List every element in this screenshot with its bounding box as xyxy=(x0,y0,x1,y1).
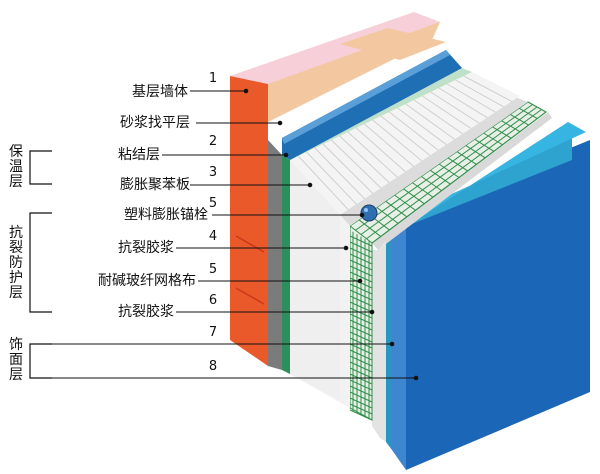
finish-layer-8-edge xyxy=(392,215,406,470)
layer-number-1: 1 xyxy=(208,71,218,86)
layer-label-mesh: 耐碱玻纤网格布 xyxy=(98,273,196,289)
layer-number-3: 3 xyxy=(208,165,218,180)
mortar-top-strip xyxy=(268,40,446,138)
finish-layer-7-face xyxy=(386,122,586,240)
finish-layer-7-side xyxy=(386,232,392,450)
layer-label-crack-mortar-4: 抗裂胶浆 xyxy=(118,240,174,256)
group-brackets xyxy=(29,150,52,379)
layer-number-2: 2 xyxy=(208,134,218,149)
layer-number-8: 8 xyxy=(208,359,218,374)
layer-label-leveling-mortar: 砂浆找平层 xyxy=(120,115,190,131)
layer-number-6: 6 xyxy=(208,293,218,308)
leveling-mortar xyxy=(268,140,282,370)
layer-label-anchor-bolt: 塑料膨胀锚栓 xyxy=(124,207,208,223)
wall-top-mortar xyxy=(268,22,440,122)
layer-number-5b: 5 xyxy=(208,262,218,277)
mesh-layer-5 xyxy=(349,101,547,421)
layer-label-base-wall: 基层墙体 xyxy=(132,84,188,100)
crack-mortar-6 xyxy=(372,112,552,250)
mortar-top-strip-blue xyxy=(282,50,462,160)
crack-mortar-4 xyxy=(340,95,528,226)
layer-number-5a: 5 xyxy=(208,196,218,211)
layer-label-crack-mortar-6: 抗裂胶浆 xyxy=(118,304,174,320)
group-label-crack-protection: 抗裂防护层 xyxy=(9,225,23,301)
layer-label-adhesive: 粘结层 xyxy=(118,147,160,163)
eps-board-top xyxy=(290,72,520,215)
anchor-bolt xyxy=(360,204,378,222)
layer-number-4: 4 xyxy=(208,229,218,244)
base-wall-1 xyxy=(230,76,268,366)
layer-label-eps-board: 膨胀聚苯板 xyxy=(120,177,190,193)
group-label-insulation: 保温层 xyxy=(9,144,23,190)
finish-layer-8 xyxy=(406,140,590,470)
group-label-finish: 饰面层 xyxy=(9,337,23,383)
adhesive-layer-2 xyxy=(282,155,290,374)
crack-mortar-6-face xyxy=(372,240,386,442)
eps-board-3-front xyxy=(290,160,340,400)
layer-number-7: 7 xyxy=(208,325,218,340)
leader-lines xyxy=(52,88,419,381)
